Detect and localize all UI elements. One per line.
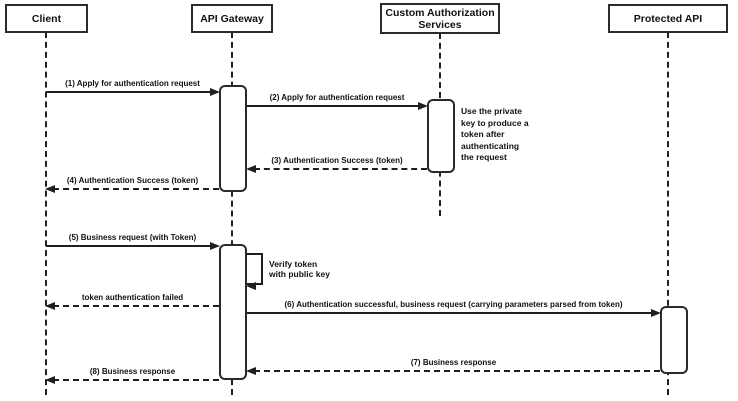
arrowhead-right-icon	[418, 102, 428, 110]
actor-api-gateway-label: API Gateway	[200, 12, 264, 25]
arrowhead-right-icon	[210, 242, 220, 250]
message-3-line	[254, 168, 427, 170]
actor-client-label: Client	[31, 12, 62, 25]
note-line: token after	[461, 129, 505, 139]
arrowhead-left-icon	[45, 302, 55, 310]
activation-api-gateway-auth	[219, 85, 247, 192]
self-message-label: Verify token with public key	[269, 259, 330, 279]
message-3-label: (3) Authentication Success (token)	[271, 156, 403, 165]
message-8-line	[53, 379, 219, 381]
actor-custom-auth-label: Custom Authorization Services	[385, 6, 495, 31]
note-private-key: Use the private key to produce a token a…	[461, 106, 529, 164]
actor-protected-api-label: Protected API	[633, 12, 703, 25]
message-5-line	[46, 245, 212, 247]
arrowhead-right-icon	[651, 309, 661, 317]
arrowhead-left-icon	[246, 367, 256, 375]
message-2-label: (2) Apply for authentication request	[269, 93, 405, 102]
message-5-label: (5) Business request (with Token)	[68, 233, 197, 242]
message-6-line	[247, 312, 653, 314]
self-message-label-line: with public key	[269, 269, 330, 279]
api-gateway-lifeline	[231, 32, 233, 395]
message-1-line	[46, 91, 212, 93]
message-token-auth-failed-line	[53, 305, 219, 307]
message-6-label: (6) Authentication successful, business …	[284, 300, 623, 309]
message-token-auth-failed-label: token authentication failed	[81, 293, 184, 302]
self-message-label-line: Verify token	[269, 259, 318, 269]
arrowhead-left-icon	[246, 165, 256, 173]
note-line: Use the private	[461, 106, 522, 116]
note-line: the request	[461, 152, 507, 162]
actor-protected-api: Protected API	[608, 4, 728, 33]
arrowhead-left-icon	[45, 376, 55, 384]
note-line: authenticating	[461, 140, 520, 151]
activation-api-gateway-business	[219, 244, 247, 380]
self-message-verify-token: Verify token with public key	[246, 253, 330, 290]
message-7-line	[254, 370, 660, 372]
message-1-label: (1) Apply for authentication request	[65, 79, 200, 88]
message-7-label: (7) Business response	[410, 358, 497, 367]
arrowhead-right-icon	[210, 88, 220, 96]
activation-protected-api	[660, 306, 688, 374]
note-line: key to produce a	[461, 117, 529, 128]
message-2-line	[247, 105, 420, 107]
arrowhead-left-icon	[246, 282, 256, 290]
actor-client: Client	[5, 4, 88, 33]
protected-api-lifeline	[667, 32, 669, 395]
self-message-loop-line	[247, 253, 263, 285]
message-4-label: (4) Authentication Success (token)	[66, 176, 199, 185]
client-lifeline	[45, 32, 47, 395]
message-4-line	[53, 188, 219, 190]
activation-custom-auth	[427, 99, 455, 173]
message-8-label: (8) Business response	[89, 367, 176, 376]
actor-custom-auth: Custom Authorization Services	[380, 3, 500, 34]
arrowhead-left-icon	[45, 185, 55, 193]
actor-api-gateway: API Gateway	[191, 4, 273, 33]
